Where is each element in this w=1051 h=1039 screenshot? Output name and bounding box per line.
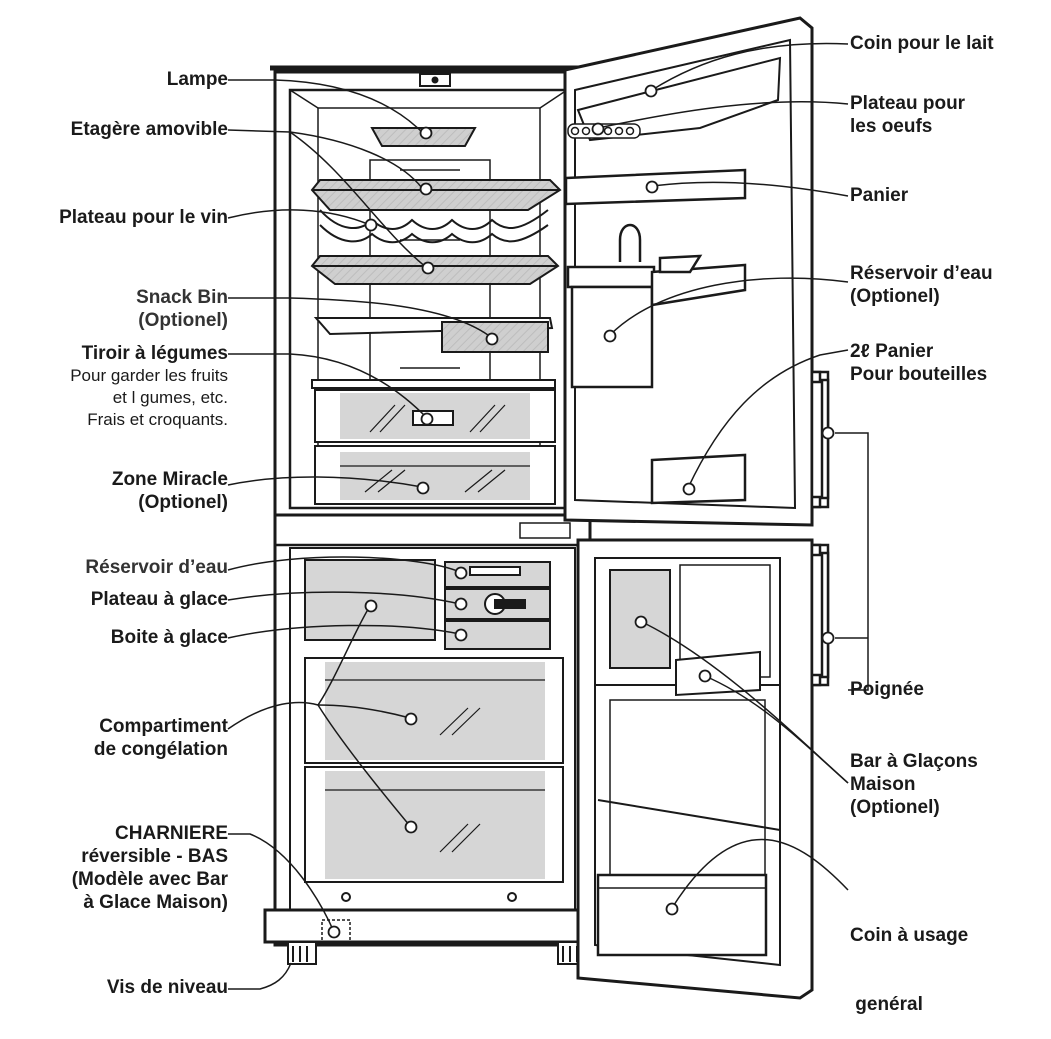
- label-plateau-oeufs: Plateau pour les oeufs: [850, 93, 966, 137]
- label-snack-bin: Snack Bin (Optionel): [136, 287, 228, 331]
- label-boite-glace: Boite à glace: [110, 627, 228, 648]
- upper-handle: [810, 370, 830, 509]
- label-plateau-vin: Plateau pour le vin: [59, 207, 228, 228]
- label-bar-glacons: Bar à Glaçons Maison (Optionel): [850, 751, 978, 818]
- zone-miracle-drawer: [314, 445, 556, 505]
- label-panier-bouteilles: 2ℓ Panier Pour bouteilles: [850, 341, 988, 385]
- freezer-drawers: [304, 657, 564, 883]
- leader-lines: [227, 42, 869, 990]
- label-poignee: Poignée: [850, 679, 924, 700]
- label-lampe: Lampe: [166, 69, 228, 90]
- water-tank: [566, 223, 747, 389]
- label-tiroir-legumes: Tiroir à légumes Pour garder les fruits …: [70, 343, 228, 429]
- lower-handle: [810, 543, 830, 687]
- label-reservoir-eau-bas: Réservoir d’eau: [85, 557, 228, 578]
- label-plateau-glace: Plateau à glace: [90, 589, 228, 610]
- label-reservoir-eau-haut: Réservoir d’eau (Optionel): [850, 263, 993, 307]
- label-zone-miracle: Zone Miracle (Optionel): [111, 469, 228, 513]
- label-etagere-amovible: Etagère amovible: [70, 119, 228, 140]
- label-coin-lait: Coin pour le lait: [850, 33, 994, 54]
- shelves: [310, 179, 562, 336]
- vegetable-drawer: [311, 379, 556, 443]
- label-compartiment-congelation: Compartiment de congélation: [93, 716, 228, 760]
- top-control: [419, 73, 451, 87]
- label-charniere: CHARNIERE réversible - BAS (Modèle avec …: [71, 823, 228, 913]
- label-vis-niveau: Vis de niveau: [106, 977, 228, 998]
- label-panier: Panier: [850, 185, 909, 206]
- callout-circles: [327, 84, 835, 939]
- label-coin-usage-general: Coin à usage genéral: [850, 925, 969, 1015]
- refrigerator-diagram: [227, 16, 869, 1000]
